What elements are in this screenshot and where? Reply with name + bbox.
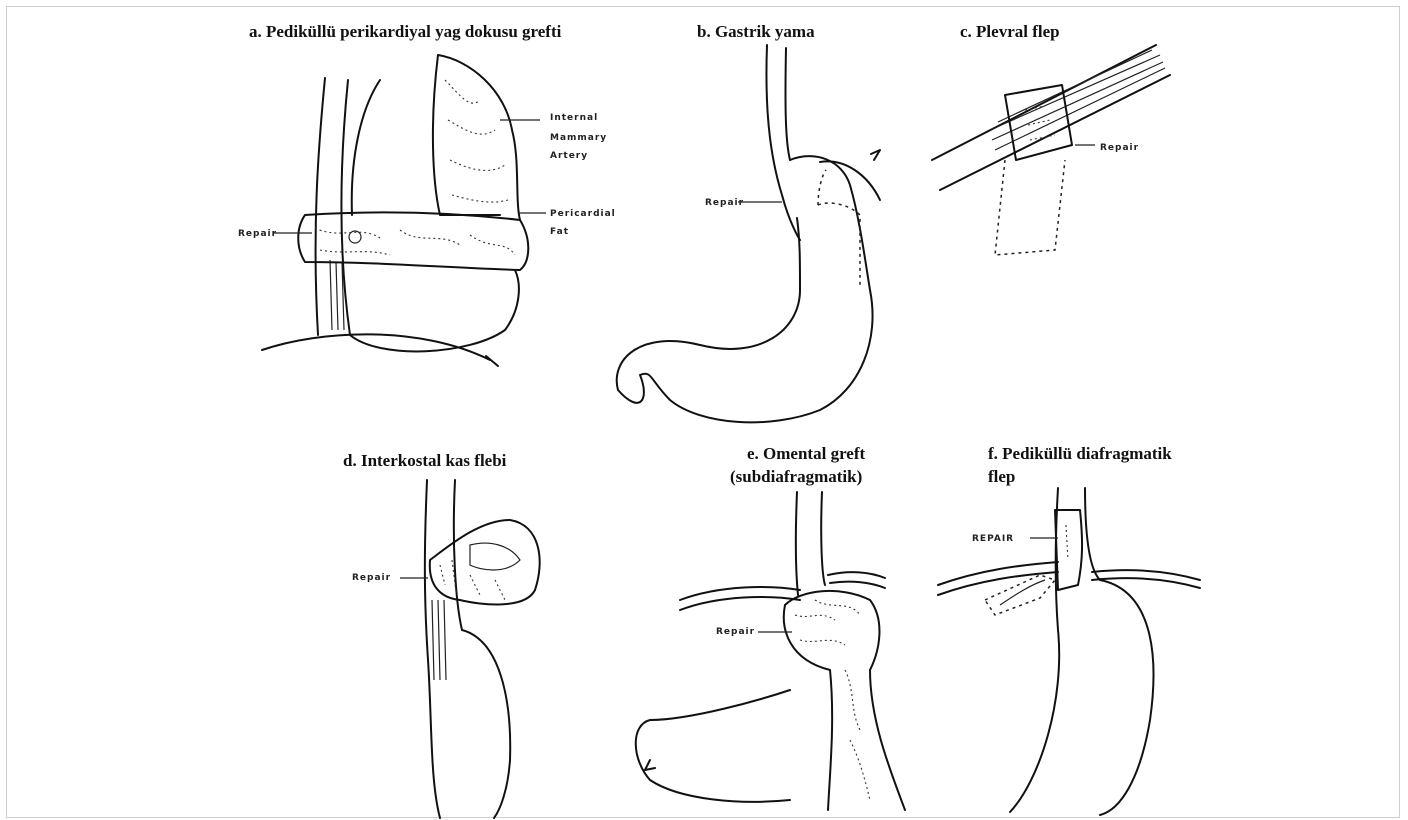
label-pericardial-2: Fat — [550, 227, 569, 237]
label-repair-c: Repair — [1100, 143, 1139, 153]
label-repair-a: Repair — [238, 229, 277, 239]
panel-d-illustration: Repair — [352, 480, 540, 818]
label-internal-3: Artery — [550, 151, 588, 161]
label-internal-2: Mammary — [550, 133, 607, 143]
panel-a-illustration: Repair Internal Mammary Artery Pericardi… — [238, 55, 616, 366]
label-pericardial-1: Pericardial — [550, 209, 616, 219]
panel-e-illustration: Repair — [636, 492, 905, 810]
panel-f-illustration: REPAIR — [938, 488, 1200, 815]
label-internal-1: Internal — [550, 113, 598, 123]
panel-c-illustration: Repair — [932, 45, 1170, 255]
panel-b-illustration: Repair — [617, 45, 880, 422]
label-repair-f: REPAIR — [972, 534, 1014, 544]
label-repair-b: Repair — [705, 198, 744, 208]
label-repair-d: Repair — [352, 573, 391, 583]
label-repair-e: Repair — [716, 627, 755, 637]
